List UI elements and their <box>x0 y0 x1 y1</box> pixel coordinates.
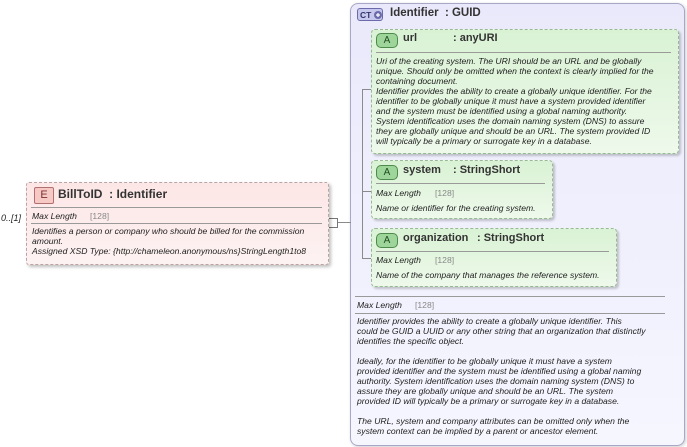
attribute-icon: A <box>376 165 398 180</box>
attribute-system-doc: Name or identifier for the creating syst… <box>376 203 536 213</box>
attribute-organization-type: : StringShort <box>477 232 545 244</box>
divider <box>31 207 322 208</box>
attribute-system-name: system <box>403 164 441 176</box>
element-connector-line <box>327 222 351 223</box>
attribute-organization-name: organization <box>403 232 469 244</box>
occurrence-label: 0..[1] <box>1 213 22 223</box>
collapse-toggle-icon[interactable] <box>328 218 338 228</box>
attribute-tree-branch-system <box>362 191 371 192</box>
divider <box>376 251 609 252</box>
complex-type-name: Identifier <box>390 7 439 19</box>
attribute-icon: A <box>376 233 398 248</box>
complex-type-doc: Identifier provides the ability to creat… <box>357 316 646 436</box>
attribute-url-type: : anyURI <box>453 32 498 44</box>
attribute-system-facet-value: [128] <box>435 188 455 198</box>
complex-type-facet-label: Max Length <box>357 300 402 310</box>
attribute-tree-branch-url <box>362 89 371 90</box>
divider <box>376 52 671 53</box>
element-name: BillToID <box>58 187 103 201</box>
attribute-organization-doc: Name of the company that manages the ref… <box>376 270 600 280</box>
attribute-system-type: : StringShort <box>453 164 521 176</box>
complex-type-title: Identifier : GUID <box>390 7 481 19</box>
attribute-organization-facet-value: [128] <box>435 255 455 265</box>
attribute-url-name: url <box>403 32 418 44</box>
attribute-organization[interactable] <box>371 228 617 287</box>
complex-type-type: : GUID <box>444 7 481 19</box>
element-type: : Identifier <box>109 187 168 201</box>
divider <box>355 296 665 297</box>
divider <box>355 313 665 314</box>
attribute-url[interactable] <box>371 29 679 154</box>
expand-toggle-icon[interactable] <box>373 10 383 20</box>
element-icon: E <box>34 187 54 204</box>
element-title: BillToID : Identifier <box>58 187 167 201</box>
complex-type-facet-value: [128] <box>415 300 435 310</box>
attribute-icon: A <box>376 33 398 48</box>
attribute-url-doc: Uri of the creating system. The URI shou… <box>376 56 654 146</box>
attribute-organization-facet-label: Max Length <box>376 255 421 265</box>
attribute-system-facet-label: Max Length <box>376 188 421 198</box>
element-facet-value: [128] <box>90 211 110 221</box>
divider <box>376 183 545 184</box>
element-facet-label: Max Length <box>32 211 77 221</box>
attribute-tree-branch-organization <box>362 258 371 259</box>
attribute-system[interactable] <box>371 160 553 219</box>
attribute-tree-line <box>362 89 363 259</box>
divider <box>31 223 322 224</box>
element-doc: Identifies a person or company who shoul… <box>32 226 307 256</box>
